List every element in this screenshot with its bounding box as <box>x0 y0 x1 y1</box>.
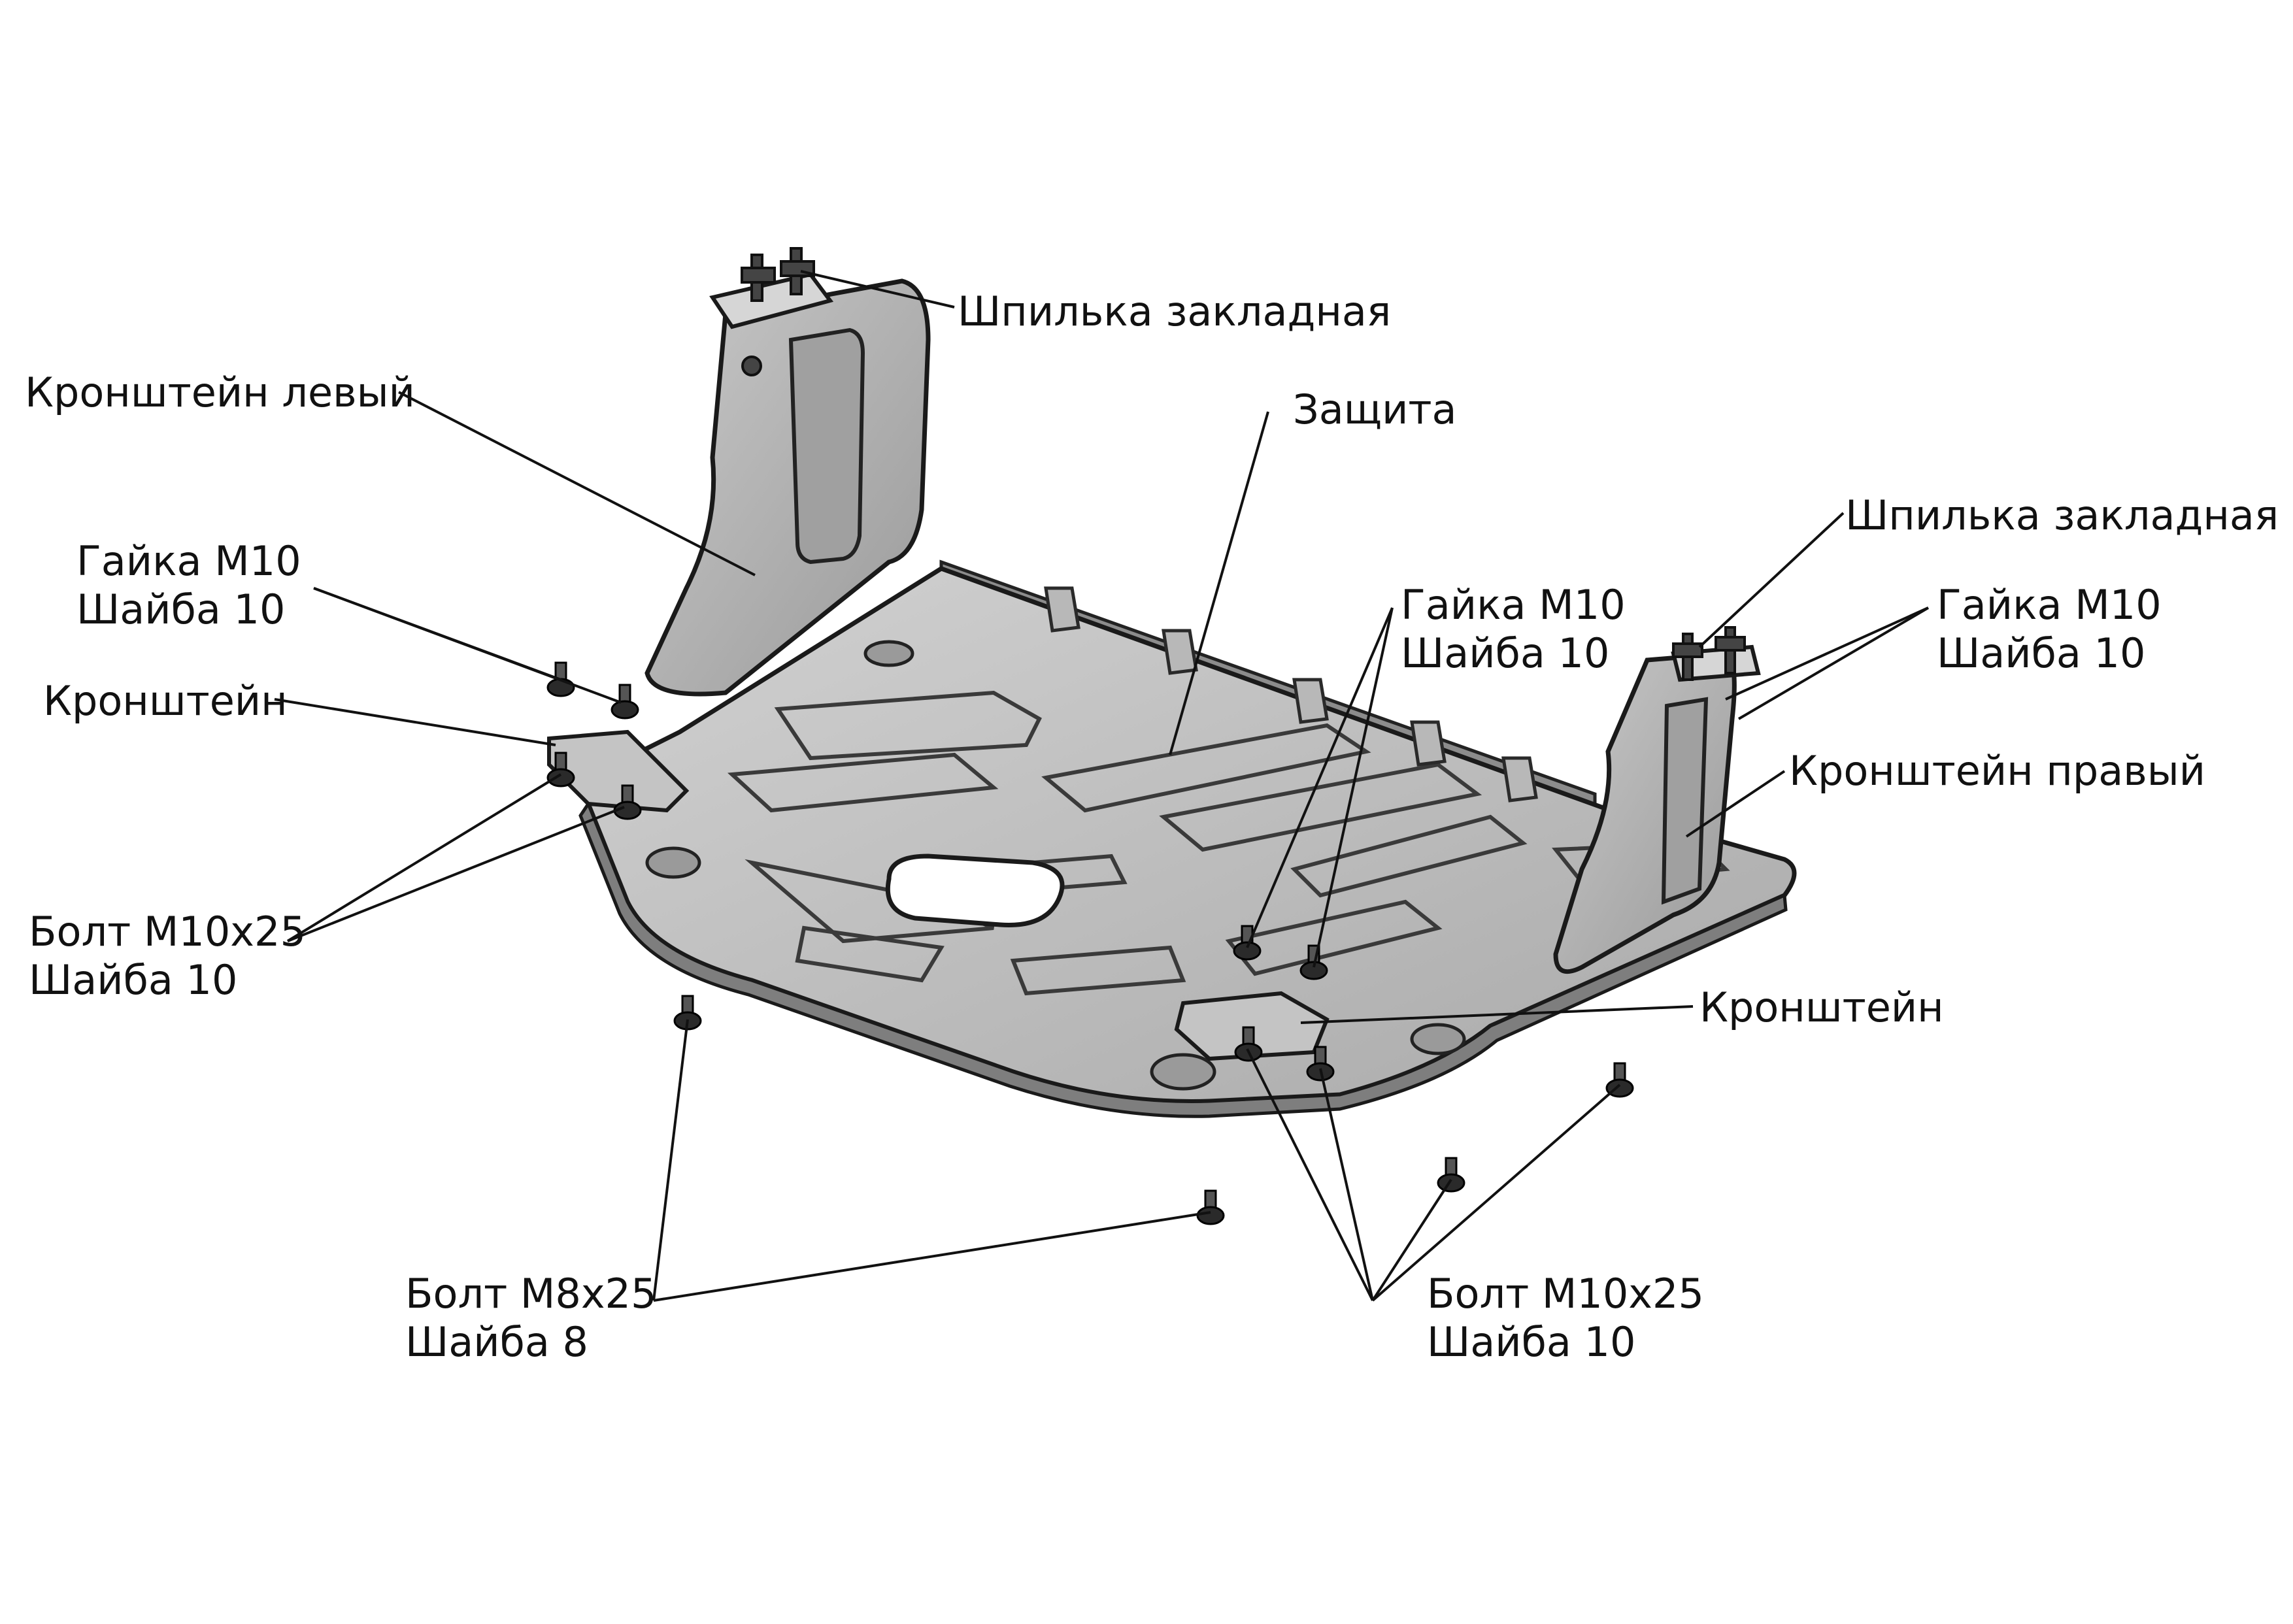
label-guard: Защита <box>1293 386 1457 433</box>
leader-line <box>1698 512 1845 648</box>
label-stud-top: Шпилька закладная <box>958 288 1392 335</box>
guard-plate-edge <box>578 800 1788 1118</box>
leader-line <box>1246 1048 1374 1301</box>
leader-line <box>398 391 756 576</box>
bolt-icon <box>546 752 575 787</box>
bolt-icon <box>611 684 639 720</box>
bolt-icon <box>1299 944 1328 980</box>
guard-rear-ridges <box>1044 586 1538 803</box>
leader-line <box>274 698 556 746</box>
bracket-small-right-part <box>1174 991 1330 1061</box>
bolt-icon <box>1234 1026 1263 1062</box>
bolt-icon <box>1437 1157 1465 1193</box>
leader-line <box>1371 1178 1452 1302</box>
leader-line <box>800 270 955 308</box>
fasteners <box>546 661 1634 1225</box>
label-bracket-small-left: Кронштейн <box>43 677 288 725</box>
leader-line <box>1169 411 1269 755</box>
guard-ribs <box>727 690 1730 996</box>
service-opening <box>885 853 1065 927</box>
stud-top-part <box>741 247 815 376</box>
leader-line <box>1246 607 1394 948</box>
bolt-icon <box>1196 1189 1225 1225</box>
leader-lines <box>274 270 1930 1302</box>
bracket-left-window <box>788 327 865 565</box>
leader-line <box>286 773 562 942</box>
label-bracket-right: Кронштейн правый <box>1789 747 2206 795</box>
leader-line <box>1725 606 1929 701</box>
leader-line <box>1371 1084 1621 1302</box>
leader-line <box>1300 1005 1694 1024</box>
label-bracket-small-right: Кронштейн <box>1699 984 1944 1031</box>
leader-line <box>313 587 622 704</box>
bracket-right-window <box>1661 697 1709 905</box>
leader-line <box>653 1211 1211 1302</box>
leader-line <box>1319 1068 1374 1301</box>
label-stud-right: Шпилька закладная <box>1845 491 2279 539</box>
bracket-small-left-part <box>547 729 690 813</box>
label-bracket-left: Кронштейн левый <box>25 369 415 416</box>
bolt-icon <box>1605 1062 1634 1098</box>
leader-line <box>652 1019 689 1301</box>
leader-line <box>1685 770 1786 838</box>
leader-line <box>1737 606 1930 720</box>
leader-line <box>287 806 625 942</box>
stud-right-part <box>1672 626 1746 681</box>
bolt-icon <box>673 995 702 1031</box>
guard-dimples <box>645 640 1466 1091</box>
leader-line <box>1313 607 1394 968</box>
